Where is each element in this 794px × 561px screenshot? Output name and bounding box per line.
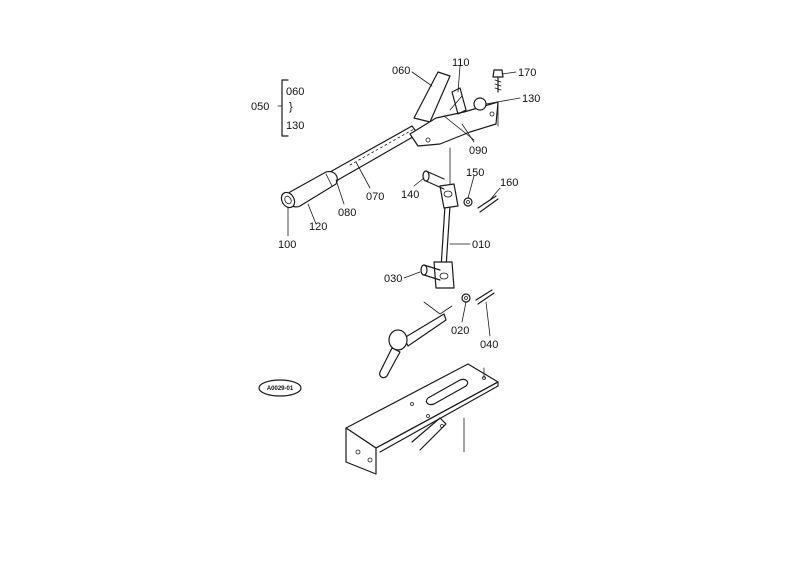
cotter-pin-040 [475,289,495,305]
link-rod [433,147,459,289]
base-plate [345,363,499,475]
callout-130: 130 [522,93,540,105]
bolt-170 [492,69,504,93]
group-range-sep: } [289,101,293,113]
callout-090: 090 [469,145,487,157]
callout-020: 020 [451,325,469,337]
callout-070: 070 [366,191,384,203]
callout-010: 010 [472,239,490,251]
callout-110: 110 [452,57,470,69]
bracket-assembly [409,71,499,147]
washer-150 [463,197,473,207]
callout-140: 140 [401,189,419,201]
lower-arm [379,301,453,379]
callout-060: 060 [392,65,410,77]
group-bracket [277,79,289,137]
leader-lines [287,65,521,337]
washer-020 [461,293,471,303]
group-parent-label: 050 [251,101,269,113]
callout-100: 100 [278,239,296,251]
callout-170: 170 [518,67,536,79]
callout-160: 160 [500,177,518,189]
callout-040: 040 [480,339,498,351]
callout-120: 120 [309,221,327,233]
pin-030 [420,264,441,281]
reference-stamp [258,379,302,397]
lever-assembly [280,125,419,209]
group-range-start-label: 060 [286,86,304,98]
callout-150: 150 [466,167,484,179]
callout-080: 080 [338,207,356,219]
cotter-pin-160 [477,195,499,213]
callout-030: 030 [384,273,402,285]
pin-140 [422,170,445,190]
group-range-end-label: 130 [286,120,304,132]
reference-code: A0029-01 [267,386,294,392]
